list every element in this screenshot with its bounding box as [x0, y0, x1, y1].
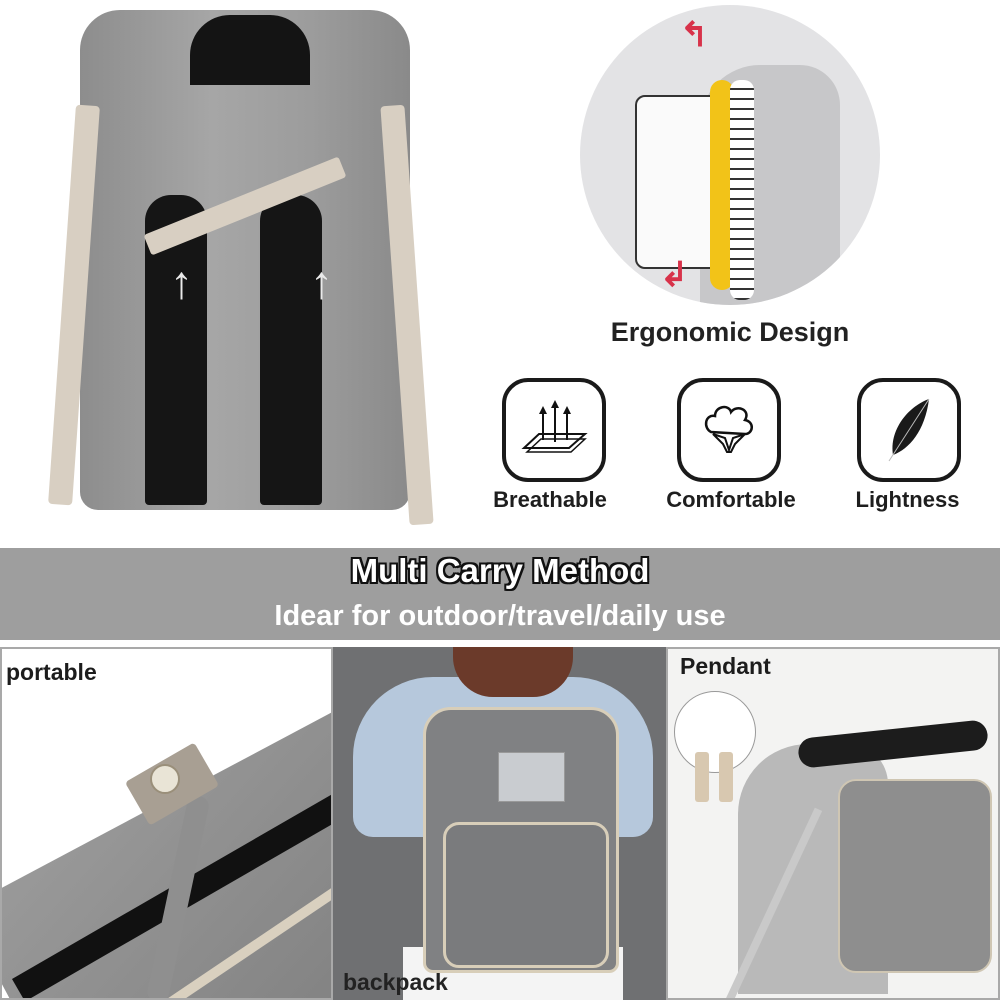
ergonomic-title: Ergonomic Design	[610, 317, 850, 347]
banner-title: Multi Carry Method	[350, 552, 650, 589]
cotton-icon	[677, 378, 781, 482]
portable-panel: portable	[0, 647, 333, 1000]
feature-label-breathable: Breathable	[493, 487, 607, 512]
panel-label-pendant: Pendant	[680, 653, 771, 679]
pendant-panel: Pendant	[666, 647, 1000, 1000]
ergonomic-illustration: ↰ ↲	[580, 5, 880, 305]
breathable-icon	[502, 378, 606, 482]
panel-label-backpack: backpack	[343, 969, 448, 995]
backpack-back-image: ↑ ↑	[48, 5, 440, 535]
airflow-arrow-icon: ↑	[310, 256, 333, 308]
feature-label-comfortable: Comfortable	[666, 487, 796, 512]
airflow-down-arrow-icon: ↲	[660, 256, 689, 294]
airflow-up-arrow-icon: ↰	[680, 16, 709, 54]
banner-subtitle: Idear for outdoor/travel/daily use	[274, 600, 726, 632]
multi-carry-banner	[0, 548, 1000, 640]
feather-icon	[857, 378, 961, 482]
panel-label-portable: portable	[6, 659, 97, 685]
feature-label-lightness: Lightness	[855, 487, 960, 512]
airflow-arrow-icon: ↑	[170, 256, 193, 308]
snap-button-icon	[150, 764, 180, 794]
backpack-panel: backpack	[333, 647, 666, 1000]
stroller-hooks-inset	[674, 691, 756, 802]
